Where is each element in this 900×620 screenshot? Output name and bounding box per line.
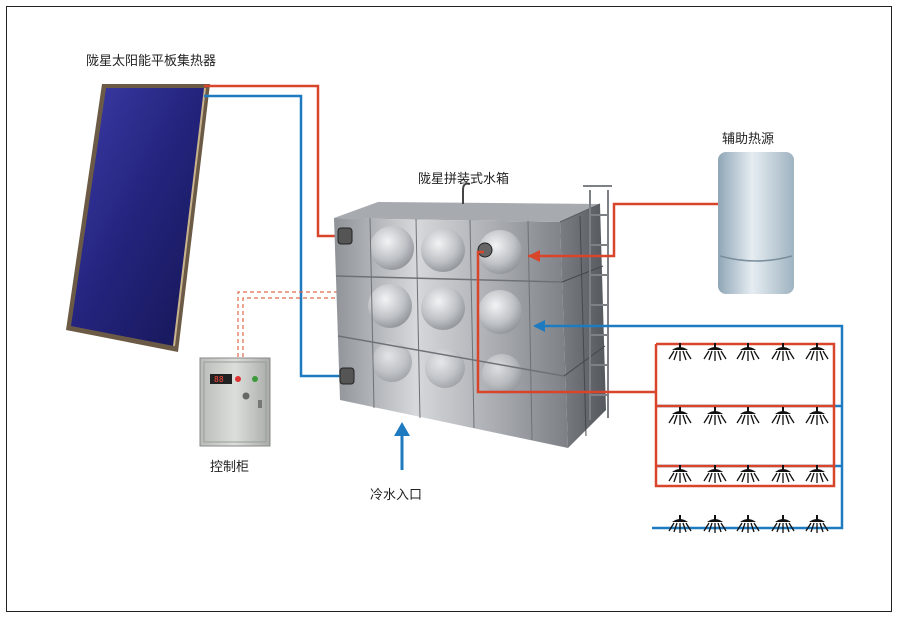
shower-heads — [668, 342, 829, 534]
tank-ladder — [583, 185, 612, 420]
collector-cold-pipe — [204, 94, 344, 378]
diagram-frame — [6, 6, 892, 612]
auxiliary-heat-source — [718, 152, 794, 294]
sensor-signal-line — [237, 291, 345, 364]
up-arrow-icon — [394, 422, 410, 470]
sensor-signal-line-2 — [242, 297, 345, 364]
collector-hot-pipe — [204, 84, 340, 238]
fixture-hot-pipe — [476, 250, 656, 394]
control-cabinet: 88 — [199, 357, 271, 447]
aux-heat-label: 辅助热源 — [722, 132, 775, 147]
water-tank — [334, 182, 612, 448]
tank-label: 陇星拼装式水箱 — [418, 172, 510, 187]
collector-label: 陇星太阳能平板集热器 — [86, 54, 217, 69]
cold-flow-arrow — [533, 320, 545, 332]
hot-flow-arrow — [528, 250, 540, 262]
control-cabinet-label: 控制柜 — [210, 460, 250, 475]
cold-inlet-label: 冷水入口 — [370, 488, 423, 503]
solar-collector — [66, 84, 210, 352]
fixture-cold-pipe — [535, 324, 844, 530]
pipe-fitting-icon — [337, 227, 493, 385]
aux-hot-pipe — [528, 202, 718, 258]
cabinet-display: 88 — [214, 375, 224, 384]
